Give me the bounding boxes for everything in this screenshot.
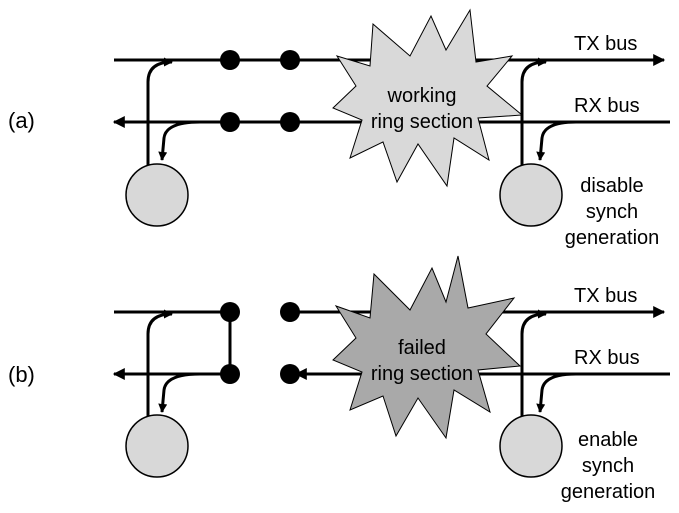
node-note-line2: synch	[582, 455, 634, 477]
switch-dot	[280, 112, 300, 132]
right-node	[499, 414, 563, 478]
switch-dot	[220, 302, 240, 322]
switch-dot	[280, 302, 300, 322]
failed-ring-section-burst	[332, 255, 522, 440]
working-ring-section-burst	[332, 8, 524, 188]
right-node-rx-link	[536, 372, 577, 413]
burst-label-line2: ring section	[371, 111, 473, 133]
right-node	[499, 163, 563, 227]
node-note-line1: disable	[580, 175, 643, 197]
burst-label-line2: ring section	[371, 363, 473, 385]
burst-label-line1: working	[387, 85, 457, 107]
node-note-line1: enable	[578, 429, 638, 451]
left-node-tx-link	[146, 309, 173, 418]
left-node	[125, 414, 189, 478]
switch-dot	[220, 364, 240, 384]
rx-bus-label: RX bus	[574, 95, 640, 117]
panel-a-label: (a)	[8, 108, 35, 133]
switch-dot	[280, 50, 300, 70]
right-node-tx-link	[520, 57, 547, 166]
right-node-tx-link	[520, 309, 547, 418]
left-node-tx-link	[146, 57, 173, 166]
burst-label-line1: failed	[398, 337, 446, 359]
node-note-line2: synch	[586, 201, 638, 223]
rx-bus-label: RX bus	[574, 347, 640, 369]
switch-dot	[220, 112, 240, 132]
panel-a: (a) working ring section TX bus RX bus d…	[8, 8, 670, 249]
tx-bus-label: TX bus	[574, 33, 637, 55]
left-node	[125, 163, 189, 227]
node-note-line3: generation	[565, 227, 660, 249]
switch-dot	[220, 50, 240, 70]
switch-dot	[280, 364, 300, 384]
tx-bus-label: TX bus	[574, 285, 637, 307]
node-note-line3: generation	[561, 481, 656, 503]
panel-b-label: (b)	[8, 362, 35, 387]
left-node-rx-link	[158, 372, 201, 413]
right-node-rx-link	[536, 120, 577, 161]
left-node-rx-link	[158, 120, 201, 161]
panel-b: (b) failed ring section TX bus RX bus en…	[8, 255, 670, 503]
